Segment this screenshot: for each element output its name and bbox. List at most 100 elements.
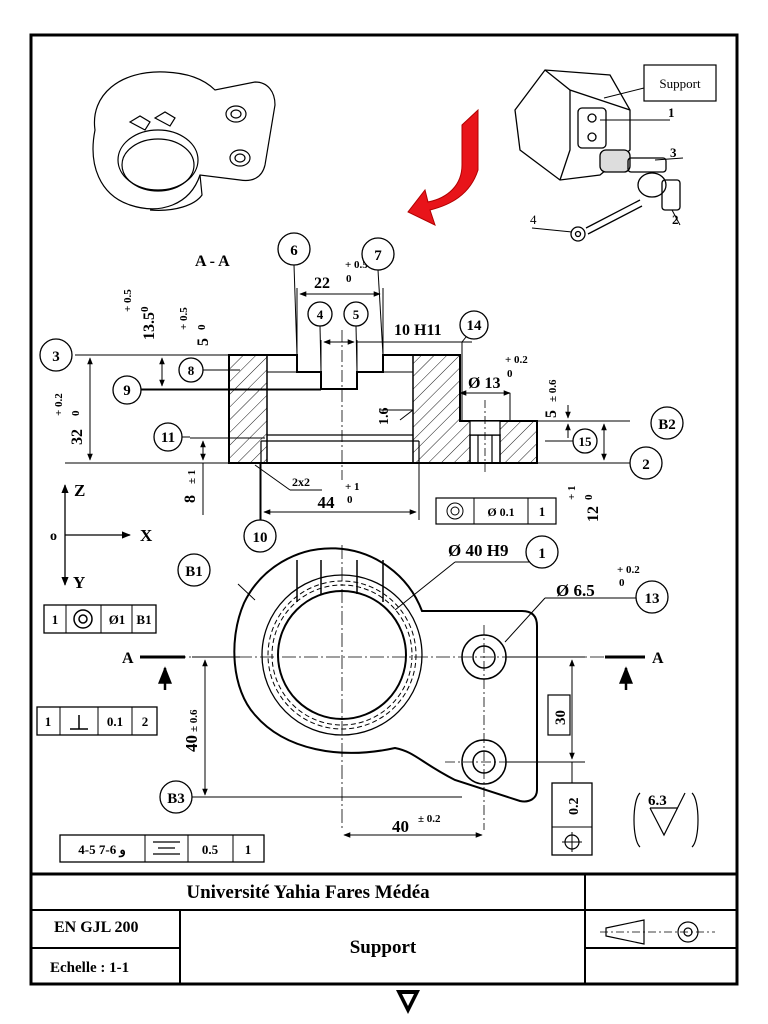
concentricity-top-value: Ø 0.1 <box>487 505 514 519</box>
section-mark-right: A <box>652 650 664 667</box>
concentricity-b1-datum: B1 <box>136 612 151 627</box>
top-view <box>150 545 605 830</box>
dim-40-horizontal: 40 <box>392 817 409 836</box>
dim-40-vertical-tol: ± 0.6 <box>188 709 200 732</box>
concentricity-icon <box>73 609 93 629</box>
dim-5-tol: + 0.5 <box>178 307 190 330</box>
dim-d13: Ø 13 <box>468 375 500 392</box>
dim-44-tol: + 1 <box>345 481 360 493</box>
axis-z: Z <box>74 481 85 500</box>
red-direction-arrow <box>407 108 479 226</box>
callout-B3: B3 <box>167 791 185 807</box>
assembly-part-3: 3 <box>670 145 677 160</box>
concentricity-frame-top: Ø 0.1 1 <box>435 497 557 525</box>
dim-12-tol: + 1 <box>566 485 578 500</box>
dim-d13-tol: + 0.2 <box>505 354 528 366</box>
symmetry-datum: 1 <box>245 842 252 857</box>
axis-origin: o <box>50 529 57 544</box>
dim-30: 30 <box>553 710 569 725</box>
dim-32-tol: + 0.2 <box>53 393 65 416</box>
concentricity-b1-value: Ø1 <box>109 612 126 627</box>
dim-5-tol0: 0 <box>196 324 208 330</box>
callout-9: 9 <box>123 383 131 399</box>
callout-1: 1 <box>538 546 546 562</box>
callout-14: 14 <box>467 318 483 334</box>
concentricity-frame-b1: 1 Ø1 B1 <box>43 604 157 634</box>
perpendicularity-frame: 1 0.1 2 <box>36 706 158 736</box>
part-name: Support <box>350 937 417 958</box>
scale-label: Echelle : 1-1 <box>50 960 129 976</box>
dim-2x2: 2x2 <box>292 475 310 489</box>
concentricity-top-datum: 1 <box>539 504 546 519</box>
perpendicularity-value: 0.1 <box>107 714 123 729</box>
assembly-part-1: 1 <box>668 105 675 120</box>
dim-6-5-tol: + 0.2 <box>617 564 640 576</box>
dim-44: 44 <box>318 493 336 512</box>
dim-40-vertical: 40 <box>182 735 201 752</box>
position-value: 0.2 <box>567 798 582 816</box>
callout-10: 10 <box>253 530 268 546</box>
dim-30-box <box>547 694 571 736</box>
dim-d13-tol0: 0 <box>507 368 513 380</box>
callout-13: 13 <box>645 591 660 607</box>
dim-44-tol0: 0 <box>347 494 353 506</box>
callout-B2: B2 <box>658 417 676 433</box>
section-title: A - A <box>195 253 230 270</box>
callout-3: 3 <box>52 349 60 365</box>
dim-12-tol0: 0 <box>583 494 595 500</box>
callout-8: 8 <box>188 363 195 378</box>
axis-y: Y <box>73 573 85 592</box>
dim-12: 12 <box>585 506 602 522</box>
callout-B1: B1 <box>185 564 203 580</box>
dim-32-tol0: 0 <box>70 410 82 416</box>
dim-13-5-tol: + 0.5 <box>122 289 134 312</box>
dim-32: 32 <box>69 429 86 445</box>
dim-22-tol0: 0 <box>346 273 352 285</box>
material-code: EN GJL 200 <box>54 919 138 936</box>
callout-4: 4 <box>317 307 324 322</box>
dim-40h9: Ø 40 H9 <box>448 541 508 560</box>
dim-40-horizontal-tol: ± 0.2 <box>418 813 441 825</box>
assembly-part-4: 4 <box>530 212 537 227</box>
support-label: Support <box>659 76 701 91</box>
section-mark-left: A <box>122 650 134 667</box>
section-arrows <box>140 655 645 690</box>
axis-x: X <box>140 526 153 545</box>
top-view-dimension-lines <box>190 561 638 838</box>
dim-13-5-tol0: 0 <box>139 306 151 312</box>
dim-10h11: 10 H11 <box>394 322 442 339</box>
axis-indicator <box>61 484 131 586</box>
dim-6-5: Ø 6.5 <box>556 581 595 600</box>
dim-22-tol: + 0.5 <box>345 259 368 271</box>
dim-8: 8 <box>182 495 199 503</box>
roughness-value: 6.3 <box>648 793 667 809</box>
support-label-box <box>643 64 717 102</box>
section-callouts <box>39 232 684 553</box>
dim-22: 22 <box>314 275 330 292</box>
callout-7: 7 <box>374 248 382 264</box>
roughness-symbol <box>633 792 699 848</box>
dim-13-5: 13.5 <box>141 312 158 340</box>
isometric-part-sketch <box>92 71 276 211</box>
callout-15: 15 <box>579 434 593 449</box>
callout-5: 5 <box>353 307 360 322</box>
callout-11: 11 <box>161 430 175 446</box>
university-name: Université Yahia Fares Médéa <box>186 882 430 903</box>
perpendicularity-ref: 1 <box>45 714 52 729</box>
projection-symbol-icon <box>600 919 715 945</box>
position-frame <box>551 782 593 856</box>
dim-5: 5 <box>195 338 212 346</box>
perpendicularity-datum: 2 <box>142 714 149 729</box>
section-dimension-text: 22 + 0.5 0 13.5 + 0.5 0 5 + 0.5 0 32 + 0… <box>53 259 602 522</box>
section-callout-labels: 6 7 4 5 14 3 8 9 11 10 B2 2 15 <box>52 243 676 546</box>
dim-5b: 5 <box>543 410 560 418</box>
dim-6-5-tol0: 0 <box>619 577 625 589</box>
assembly-sketch <box>514 69 681 242</box>
title-block <box>29 872 739 986</box>
dim-5b-tol: ± 0.6 <box>547 379 559 402</box>
symmetry-ref: 4-5 و 6-7 <box>78 842 125 858</box>
assembly-part-2: 2 <box>672 212 679 227</box>
symmetry-value: 0.5 <box>202 842 219 857</box>
callout-2: 2 <box>642 457 650 473</box>
